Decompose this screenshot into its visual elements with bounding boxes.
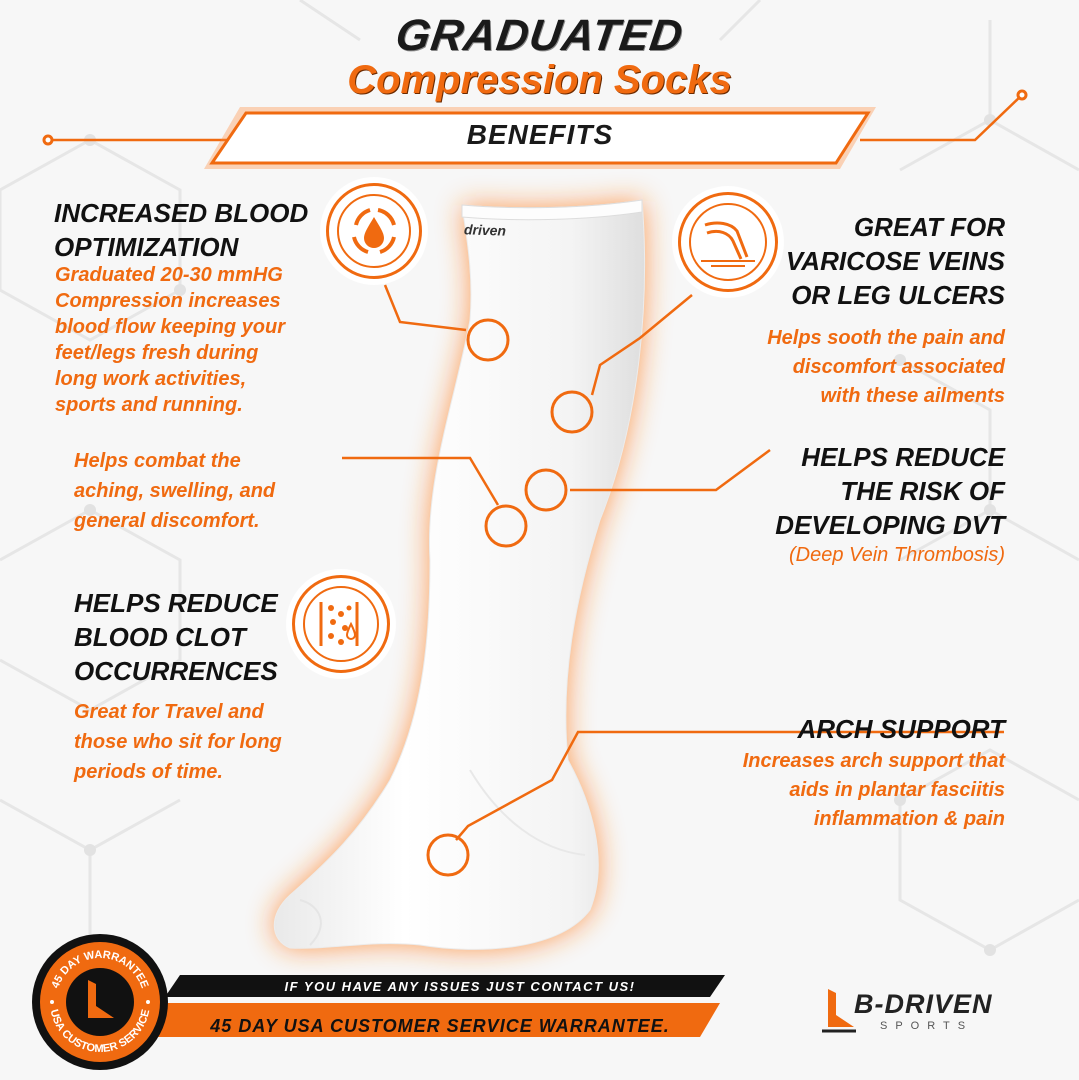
callout-dot <box>550 390 594 434</box>
blood-optimization-text: Graduated 20-30 mmHG Compression increas… <box>55 264 285 416</box>
title-line2: Compression Socks <box>347 58 732 102</box>
blood-optimization-heading: INCREASED BLOOD OPTIMIZATION <box>54 198 309 262</box>
benefits-banner <box>204 107 876 169</box>
blood-clot-text: Great for Travel and those who sit for l… <box>74 701 282 783</box>
footer-strip <box>150 975 725 1037</box>
aching-text: Helps combat the aching, swelling, and g… <box>74 450 276 532</box>
footer-line1: IF YOU HAVE ANY ISSUES JUST CONTACT US! <box>284 979 636 994</box>
legs-veins-icon <box>678 192 778 292</box>
brand-name: B-DRIVEN <box>854 989 993 1019</box>
warranty-badge: 45 DAY WARRANTEE USA CUSTOMER SERVICE <box>32 934 168 1070</box>
callout-dot <box>426 833 470 877</box>
arch-text: Increases arch support that aids in plan… <box>742 750 1005 830</box>
brand-sub: SPORTS <box>880 1020 974 1032</box>
callout-dot <box>466 318 510 362</box>
callout-dot <box>524 468 568 512</box>
callout-dot <box>484 504 528 548</box>
dvt-text: (Deep Vein Thrombosis) <box>788 544 1005 566</box>
brand-logo: B-DRIVEN SPORTS <box>818 985 1018 1045</box>
badge-logo-icon <box>88 980 114 1018</box>
footer-line2: 45 DAY USA CUSTOMER SERVICE WARRANTEE. <box>210 1016 670 1036</box>
varicose-text: Helps sooth the pain and discomfort asso… <box>767 327 1005 407</box>
title-line1: GRADUATED <box>392 11 687 60</box>
varicose-heading: GREAT FOR VARICOSE VEINS OR LEG ULCERS <box>785 212 1005 310</box>
arch-heading: ARCH SUPPORT <box>797 714 1005 744</box>
blood-drop-cycle-icon <box>326 183 422 279</box>
benefits-label: BENEFITS <box>466 119 614 150</box>
dvt-heading: HELPS REDUCE THE RISK OF DEVELOPING DVT <box>775 442 1005 540</box>
logo-mark-icon <box>822 989 856 1033</box>
blood-cells-icon <box>292 575 390 673</box>
blood-clot-heading: HELPS REDUCE BLOOD CLOT OCCURRENCES <box>74 588 278 686</box>
